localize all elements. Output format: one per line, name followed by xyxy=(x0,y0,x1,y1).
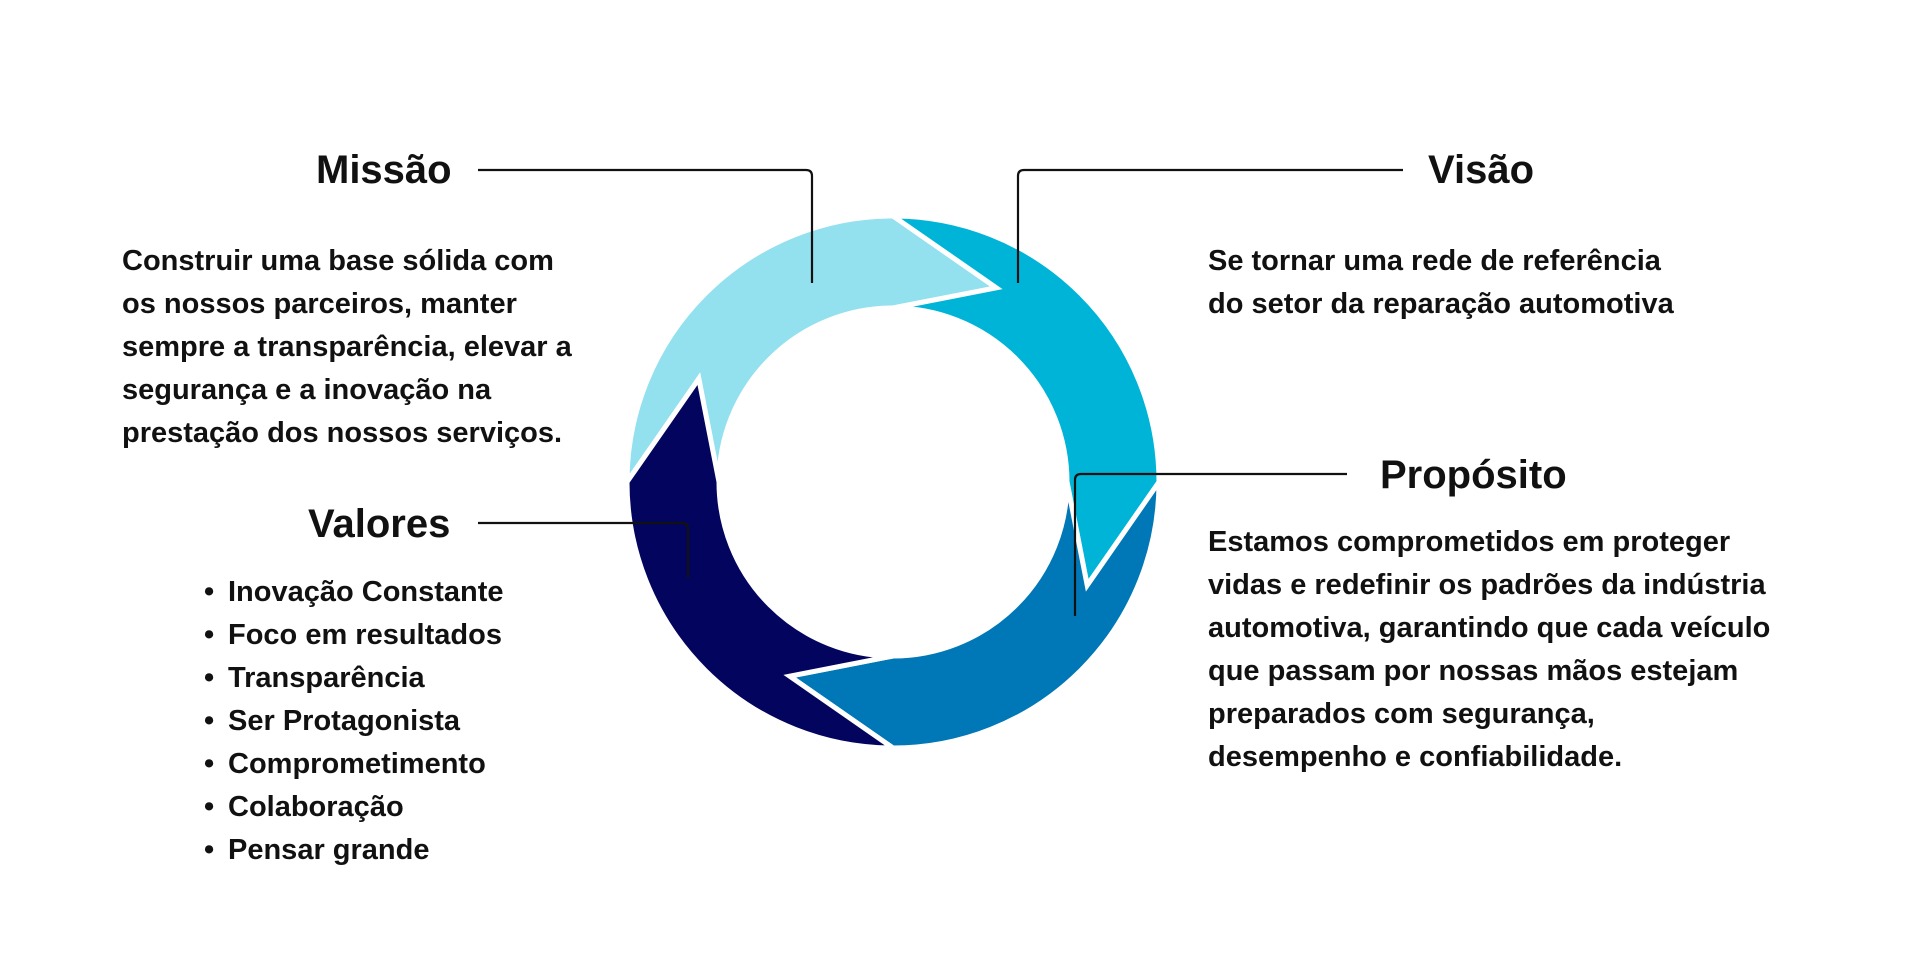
visao-text: Se tornar uma rede de referência do seto… xyxy=(1208,240,1674,326)
list-item-label: Colaboração xyxy=(228,791,404,823)
bullet-icon: • xyxy=(204,705,215,737)
bullet-icon: • xyxy=(204,834,215,866)
list-item: • Comprometimento xyxy=(204,743,504,786)
bullet-icon: • xyxy=(204,748,215,780)
list-item-label: Ser Protagonista xyxy=(228,705,461,737)
bullet-icon: • xyxy=(204,576,215,608)
proposito-heading: Propósito xyxy=(1380,453,1567,497)
list-item: • Inovação Constante xyxy=(204,571,504,614)
list-item: • Transparência xyxy=(204,657,504,700)
missao-text-line: sempre a transparência, elevar a xyxy=(122,331,572,363)
proposito-text-line: preparados com segurança, xyxy=(1208,698,1595,730)
valores-heading: Valores xyxy=(308,502,451,546)
ring-segment-valores xyxy=(624,372,901,751)
list-item-label: Comprometimento xyxy=(228,748,486,780)
connector-missao xyxy=(478,168,814,283)
bullet-icon: • xyxy=(204,619,215,651)
connector-valores xyxy=(478,521,690,578)
missao-heading: Missão xyxy=(316,148,452,192)
valores-list: •Inovação Constante •Foco em resultados … xyxy=(204,571,504,872)
missao-text: Construir uma base sólida com os nossos … xyxy=(122,240,572,455)
proposito-text-line: automotiva, garantindo que cada veículo xyxy=(1208,612,1771,644)
list-item: • Colaboração xyxy=(204,786,504,829)
missao-text-line: Construir uma base sólida com xyxy=(122,245,554,277)
proposito-text-line: que passam por nossas mãos estejam xyxy=(1208,655,1739,687)
visao-heading: Visão xyxy=(1428,148,1534,192)
connector-visao xyxy=(1016,168,1403,283)
proposito-text-line: Estamos comprometidos em proteger xyxy=(1208,526,1731,558)
list-item: • Foco em resultados xyxy=(204,614,504,657)
missao-text-line: os nossos parceiros, manter xyxy=(122,288,517,320)
cycle-ring xyxy=(624,213,1162,751)
missao-text-line: prestação dos nossos serviços. xyxy=(122,417,563,449)
list-item-label: Inovação Constante xyxy=(228,576,504,608)
connector-lines xyxy=(478,168,1403,616)
list-item-label: Foco em resultados xyxy=(228,619,502,651)
proposito-text-line: desempenho e confiabilidade. xyxy=(1208,741,1623,773)
visao-text-line: Se tornar uma rede de referência xyxy=(1208,245,1661,277)
proposito-text-line: vidas e redefinir os padrões da indústri… xyxy=(1208,569,1766,601)
connector-proposito xyxy=(1073,472,1347,616)
list-item-label: Pensar grande xyxy=(228,834,430,866)
list-item-label: Transparência xyxy=(228,662,425,694)
bullet-icon: • xyxy=(204,662,215,694)
list-item: • Pensar grande xyxy=(204,829,504,872)
missao-text-line: segurança e a inovação na xyxy=(122,374,492,406)
bullet-icon: • xyxy=(204,791,215,823)
list-item: • Ser Protagonista xyxy=(204,700,504,743)
visao-text-line: do setor da reparação automotiva xyxy=(1208,288,1674,320)
proposito-text: Estamos comprometidos em proteger vidas … xyxy=(1208,521,1770,779)
